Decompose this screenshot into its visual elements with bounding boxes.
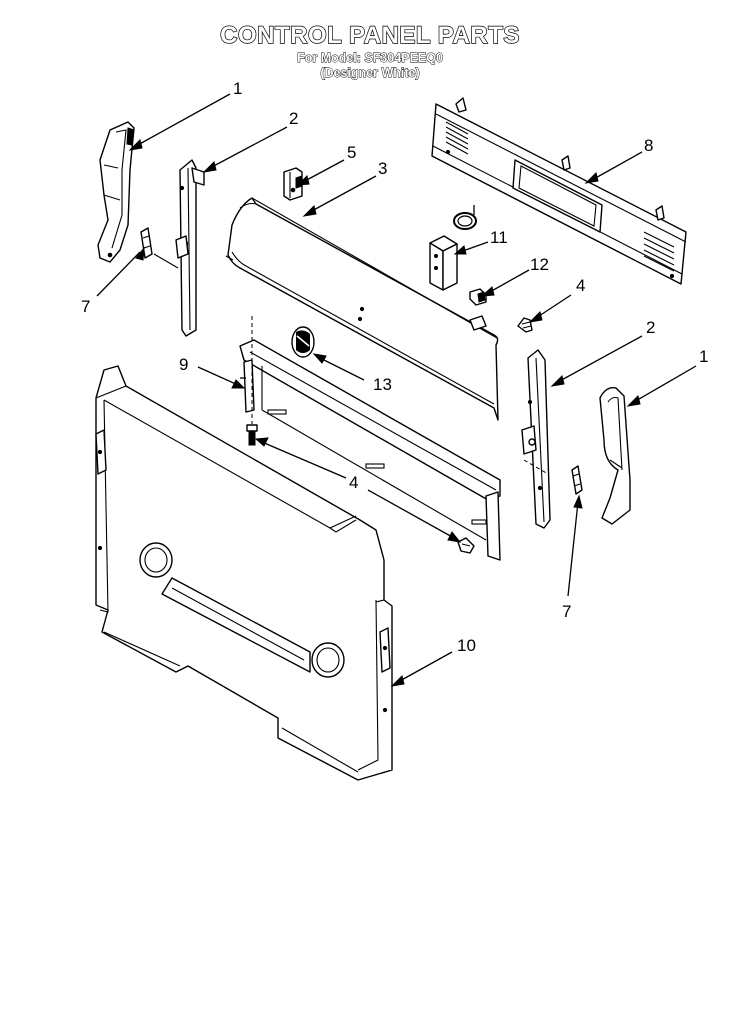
part-1-endcap-left bbox=[97, 121, 135, 263]
callout-8: 8 bbox=[644, 136, 653, 155]
callout-12: 12 bbox=[530, 255, 549, 274]
model-line: For Model: SF304PEEQ0 bbox=[297, 51, 444, 66]
part-3-control-panel bbox=[225, 197, 499, 421]
part-13-knob bbox=[291, 326, 315, 358]
part-2-bracket-right bbox=[521, 349, 551, 529]
part-11-control-box bbox=[429, 235, 458, 291]
callout-10: 10 bbox=[457, 636, 476, 655]
part-2-bracket-left bbox=[175, 159, 205, 337]
part-9-panel-support bbox=[239, 316, 501, 561]
part-7-clip-left bbox=[140, 227, 179, 269]
callout-labels: 1 2 5 3 8 11 12 7 4 2 1 9 13 4 7 10 bbox=[81, 79, 708, 655]
part-4-screw-upper bbox=[517, 317, 533, 333]
part-7-clip-right bbox=[571, 465, 583, 495]
color-line: (Designer White) bbox=[320, 66, 420, 81]
part-5-bracket bbox=[283, 167, 303, 201]
diagram-title: CONTROL PANEL PARTS bbox=[219, 21, 520, 49]
leader-lines bbox=[96, 93, 697, 687]
callout-3: 3 bbox=[378, 159, 387, 178]
callout-11: 11 bbox=[490, 228, 508, 247]
part-12-switch bbox=[469, 288, 487, 306]
callout-13: 13 bbox=[373, 375, 392, 394]
callout-7-left: 7 bbox=[81, 297, 90, 316]
callout-2-left: 2 bbox=[289, 109, 298, 128]
callout-5: 5 bbox=[347, 143, 356, 162]
callout-1-right: 1 bbox=[699, 347, 708, 366]
callout-9: 9 bbox=[179, 355, 188, 374]
part-1-endcap-right bbox=[599, 387, 631, 525]
part-10-access-panel bbox=[95, 365, 393, 781]
ring-part bbox=[453, 205, 477, 230]
part-4-screw-right bbox=[457, 537, 475, 554]
callout-4-lower: 4 bbox=[349, 473, 358, 492]
callout-1-left: 1 bbox=[233, 79, 242, 98]
callout-2-right: 2 bbox=[646, 318, 655, 337]
part-8-rear-bracket bbox=[431, 97, 687, 285]
callout-7-right: 7 bbox=[562, 602, 571, 621]
callout-4-upper: 4 bbox=[576, 276, 585, 295]
part-4-screw-left bbox=[246, 424, 258, 446]
